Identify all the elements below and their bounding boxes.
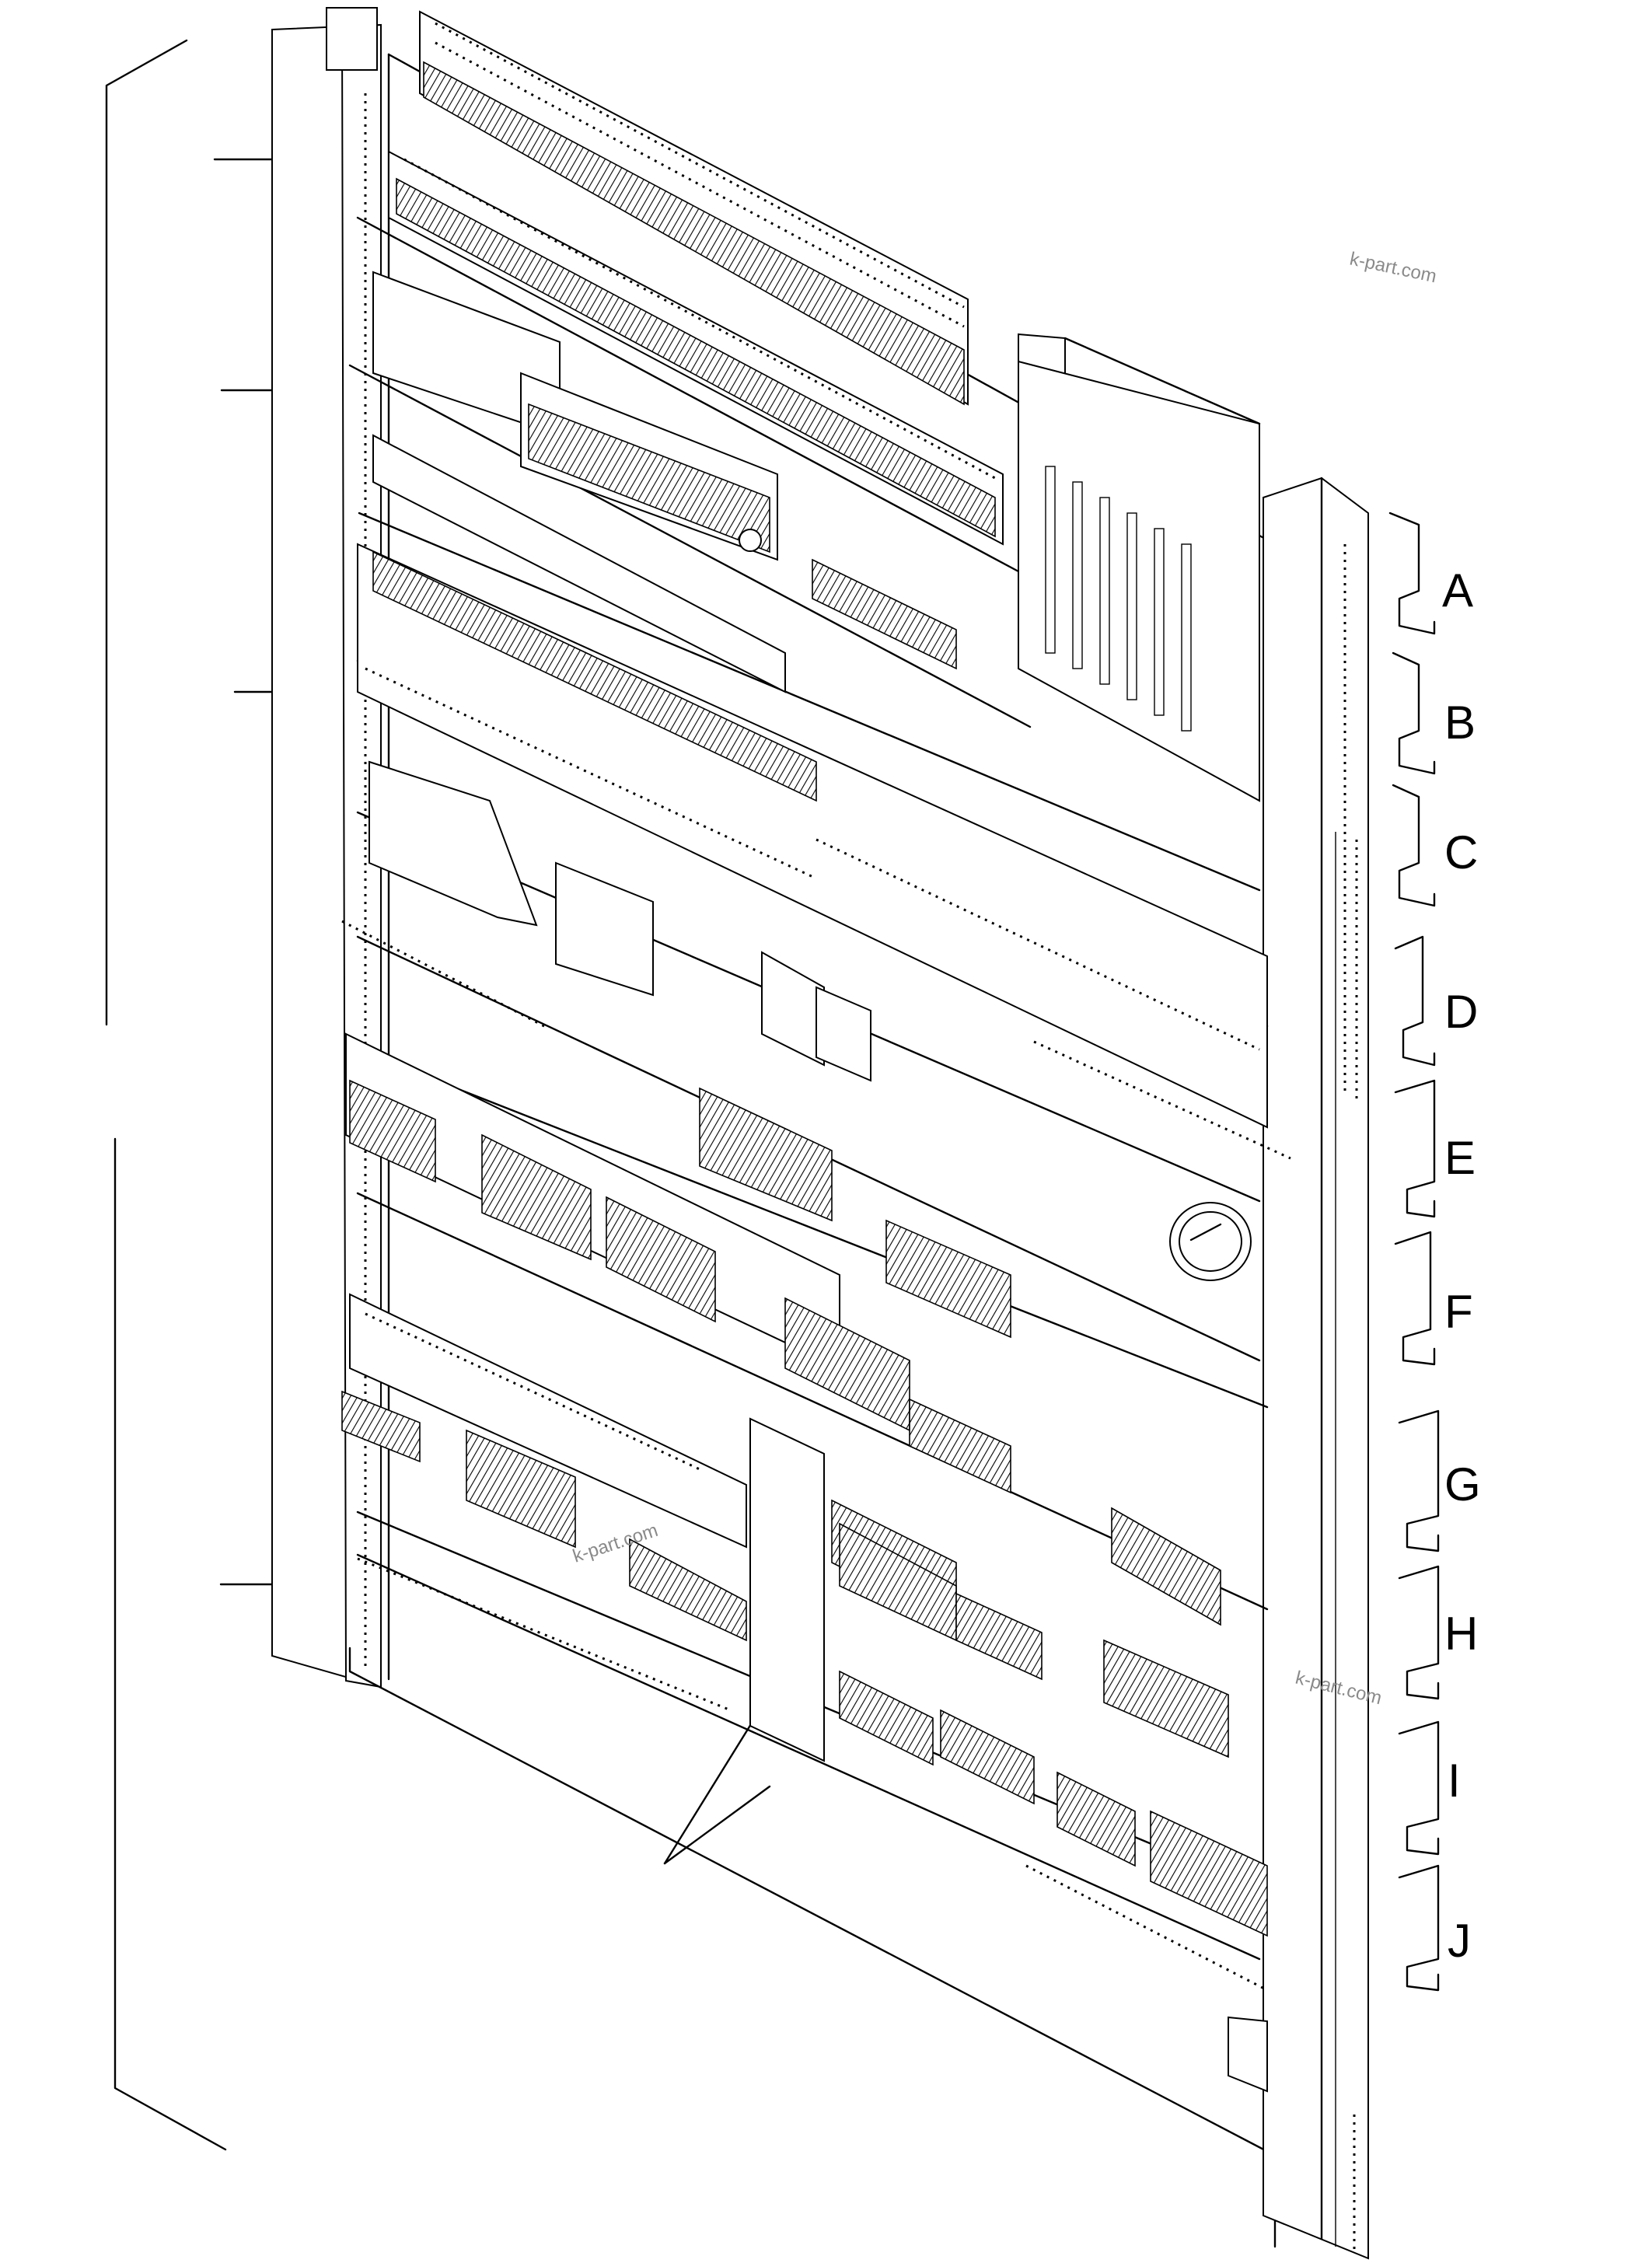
gauge-icon — [1169, 1202, 1252, 1281]
row-label-g: G — [1444, 1458, 1481, 1510]
right-wire-channel — [1263, 477, 1369, 2260]
bracket-j — [1398, 1864, 1440, 1992]
row-label-e: E — [1444, 1132, 1476, 1184]
bracket-g — [1398, 1409, 1440, 1552]
module-row-2 — [357, 543, 1291, 1160]
row-label-a: A — [1442, 564, 1473, 616]
bracket-i — [1398, 1720, 1440, 1856]
bracket-e — [1394, 1079, 1436, 1218]
power-supply-group — [341, 760, 871, 1082]
row-label-h: H — [1444, 1608, 1478, 1660]
watermark-top-right: k-part.com — [1348, 248, 1438, 287]
relay-row-1 — [372, 434, 957, 693]
bottom-plate — [1228, 2016, 1268, 2093]
io-module-row-lower — [357, 1522, 1268, 1992]
terminal-block-row-top — [419, 10, 969, 406]
bracket-c — [1392, 784, 1436, 907]
bracket-a — [1388, 512, 1436, 635]
row-label-b: B — [1444, 697, 1476, 749]
row-label-j: J — [1448, 1915, 1471, 1967]
bracket-f — [1394, 1231, 1436, 1366]
row-label-c: C — [1444, 826, 1478, 878]
vertical-duct-center — [749, 1417, 825, 1762]
bracket-series — [1388, 512, 1440, 1992]
plc-rack — [1018, 333, 1261, 802]
bracket-d — [1394, 935, 1436, 1067]
row-label-d: D — [1444, 986, 1478, 1038]
io-module-row-middle — [341, 1293, 1221, 1642]
terminal-block-row-2 — [388, 150, 1004, 546]
row-labels: A B C D E F G H I J — [1442, 564, 1481, 1967]
row-label-f: F — [1444, 1286, 1473, 1338]
contactor-group — [372, 271, 778, 561]
bracket-b — [1392, 651, 1436, 775]
row-label-i: I — [1448, 1755, 1461, 1807]
bracket-h — [1398, 1565, 1440, 1700]
cabinet-frame — [271, 7, 1369, 2260]
io-module-row-upper — [345, 1032, 1011, 1432]
